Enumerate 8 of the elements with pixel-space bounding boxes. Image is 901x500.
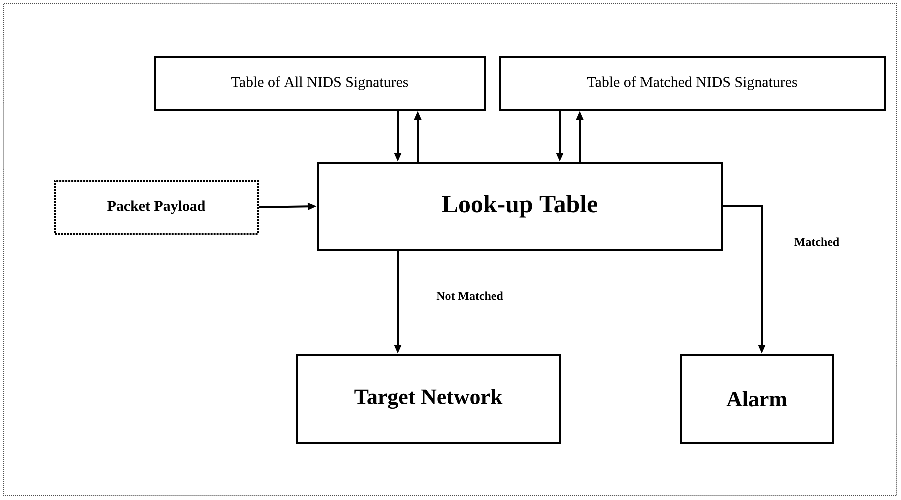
output-box: Target Network bbox=[296, 354, 561, 444]
alarm-box: Alarm bbox=[680, 354, 834, 444]
edge-label: Matched bbox=[793, 236, 841, 248]
edge-label: Not Matched bbox=[436, 290, 504, 302]
table-box: Table of Matched NIDS Signatures bbox=[499, 56, 886, 111]
input-box: Packet Payload bbox=[54, 180, 259, 235]
process-box: Look-up Table bbox=[317, 162, 723, 251]
table-box: Table of All NIDS Signatures bbox=[154, 56, 486, 111]
